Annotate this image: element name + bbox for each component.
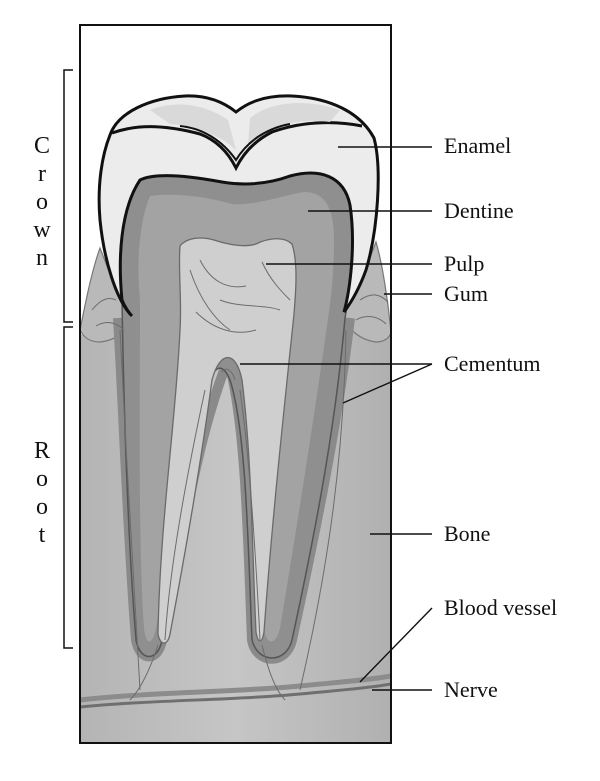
crown-letter: r <box>30 160 54 188</box>
label-gum: Gum <box>444 282 488 306</box>
crown-bracket <box>64 70 73 322</box>
root-letter: o <box>30 493 54 521</box>
label-pulp: Pulp <box>444 252 484 276</box>
root-letter: R <box>30 437 54 465</box>
label-enamel: Enamel <box>444 134 511 158</box>
crown-vertical-label: C r o w n <box>30 132 54 272</box>
label-blood-vessel: Blood vessel <box>444 596 557 620</box>
crown-letter: w <box>30 216 54 244</box>
root-bracket <box>64 327 73 648</box>
root-letter: t <box>30 521 54 549</box>
crown-letter: o <box>30 188 54 216</box>
label-nerve: Nerve <box>444 678 498 702</box>
label-bone: Bone <box>444 522 490 546</box>
crown-letter: n <box>30 244 54 272</box>
label-dentine: Dentine <box>444 199 514 223</box>
crown-letter: C <box>30 132 54 160</box>
label-cementum: Cementum <box>444 352 541 376</box>
root-letter: o <box>30 465 54 493</box>
root-vertical-label: R o o t <box>30 437 54 549</box>
